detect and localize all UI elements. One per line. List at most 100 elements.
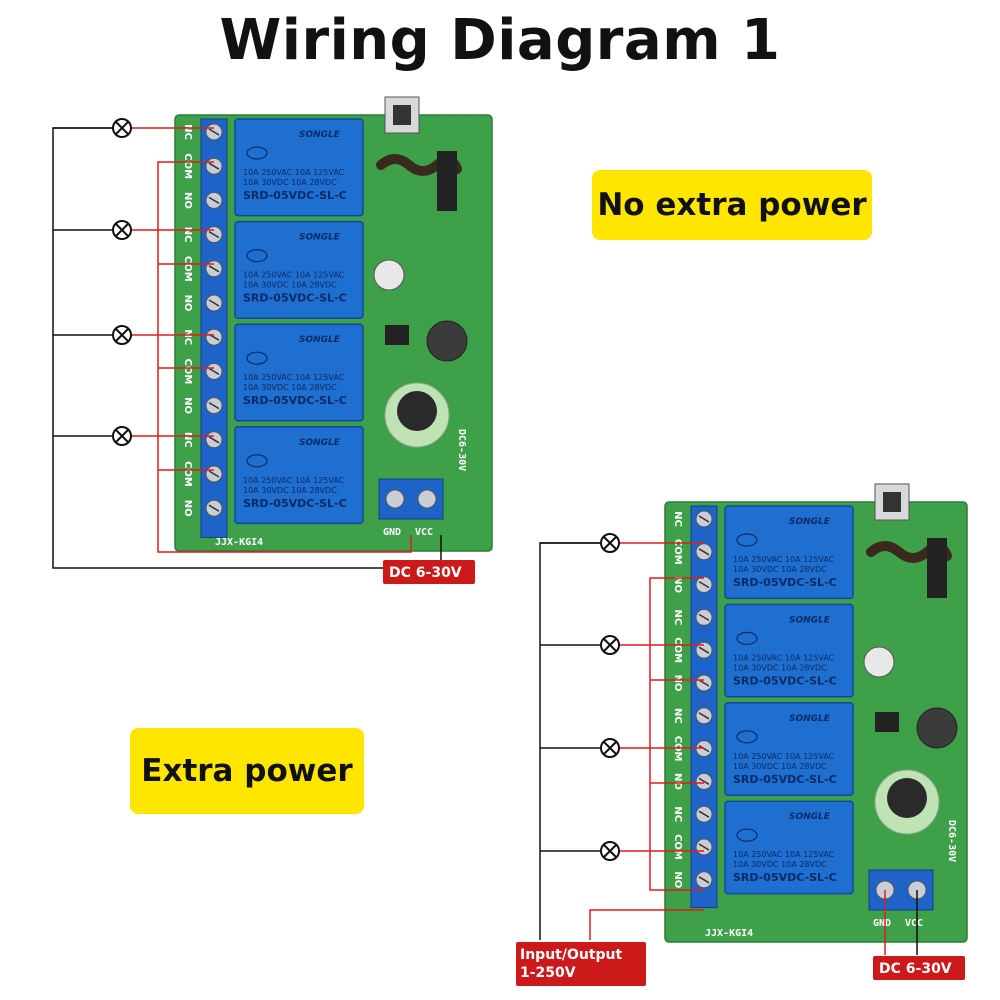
relay-rating-1: 10A 250VAC 10A 125VAC bbox=[243, 373, 345, 382]
pin-label: NC bbox=[182, 227, 193, 243]
lamp-cross bbox=[603, 536, 617, 550]
dc-label: DC 6-30V bbox=[879, 961, 952, 977]
no-extra-power-badge: No extra power bbox=[592, 170, 872, 240]
ic-chip bbox=[875, 712, 899, 732]
screw-slot bbox=[208, 128, 220, 136]
screw-slot bbox=[698, 777, 710, 786]
extra-power-badge: Extra power bbox=[130, 728, 364, 814]
lamp-cross bbox=[115, 328, 129, 342]
power-marking: DC6-30V bbox=[946, 820, 957, 862]
screw-slot bbox=[208, 162, 220, 170]
relay-brand: SONGLE bbox=[299, 130, 341, 140]
screw-slot bbox=[698, 679, 710, 687]
relay-brand: SONGLE bbox=[789, 714, 831, 724]
relay-rating-1: 10A 250VAC 10A 125VAC bbox=[733, 555, 835, 564]
pin-label: NC bbox=[672, 511, 683, 527]
lamp-cross bbox=[115, 121, 129, 135]
pin-label: COM bbox=[182, 256, 193, 282]
push-button-cap bbox=[393, 105, 411, 125]
relay-rating-1: 10A 250VAC 10A 125VAC bbox=[243, 168, 345, 177]
relay-rating-2: 10A 30VDC 10A 28VDC bbox=[733, 663, 827, 672]
red-wire bbox=[157, 161, 412, 553]
pin-label: NO bbox=[672, 871, 683, 888]
pin-label: NO bbox=[182, 397, 193, 414]
relay-brand: SONGLE bbox=[299, 233, 341, 243]
screw-slot bbox=[698, 843, 710, 851]
capacitor bbox=[916, 707, 958, 749]
relay-rating-2: 10A 30VDC 10A 28VDC bbox=[733, 860, 827, 869]
cqc-mark bbox=[246, 351, 268, 365]
relay-rating-2: 10A 30VDC 10A 28VDC bbox=[243, 281, 337, 290]
cqc-mark bbox=[246, 249, 268, 263]
ic-chip bbox=[385, 325, 409, 345]
lamp-cross bbox=[603, 638, 617, 652]
relay-rating-2: 10A 30VDC 10A 28VDC bbox=[243, 178, 337, 187]
relay-rating-1: 10A 250VAC 10A 125VAC bbox=[243, 271, 345, 280]
black-wire bbox=[539, 542, 610, 940]
pin-label: COM bbox=[672, 637, 683, 663]
relay bbox=[234, 426, 364, 525]
relay bbox=[724, 702, 854, 796]
relay-model: SRD-05VDC-SL-C bbox=[733, 871, 837, 884]
relay bbox=[234, 323, 364, 422]
capacitor bbox=[426, 320, 468, 362]
relay-model: SRD-05VDC-SL-C bbox=[243, 189, 347, 202]
relay-brand: SONGLE bbox=[299, 438, 341, 448]
pcb-marking: JJX-KGI4 bbox=[215, 537, 263, 548]
relay-rating-1: 10A 250VAC 10A 125VAC bbox=[733, 653, 835, 662]
lamp-cross bbox=[115, 429, 129, 443]
red-label-box bbox=[873, 956, 965, 980]
red-wire bbox=[649, 577, 704, 891]
lamp-cross bbox=[115, 223, 129, 237]
red-label-box bbox=[383, 560, 475, 584]
pin-label: NO bbox=[182, 192, 193, 209]
io-label-line1: Input/Output bbox=[520, 947, 623, 963]
inductor-core bbox=[397, 391, 437, 431]
screw-slot bbox=[698, 810, 710, 818]
relay-rating-1: 10A 250VAC 10A 125VAC bbox=[733, 850, 835, 859]
pin-label: NO bbox=[182, 500, 193, 517]
push-button-cap bbox=[883, 492, 901, 512]
relay-model: SRD-05VDC-SL-C bbox=[733, 576, 837, 589]
relay bbox=[234, 220, 364, 319]
cqc-mark bbox=[736, 533, 758, 547]
pin-label: COM bbox=[672, 834, 683, 860]
cqc-mark bbox=[736, 730, 758, 744]
red-wire bbox=[589, 909, 704, 940]
pin-label: COM bbox=[182, 461, 193, 487]
relay-model: SRD-05VDC-SL-C bbox=[733, 674, 837, 687]
pin-label: COM bbox=[672, 539, 683, 565]
relay bbox=[724, 603, 854, 698]
screw-slot bbox=[208, 401, 220, 410]
pin-label: NC bbox=[182, 329, 193, 345]
relay-rating-2: 10A 30VDC 10A 28VDC bbox=[733, 762, 827, 771]
screw-slot bbox=[208, 504, 220, 512]
relay-rating-1: 10A 250VAC 10A 125VAC bbox=[243, 476, 345, 485]
dc-label: DC 6-30V bbox=[389, 565, 462, 581]
red-label-box bbox=[516, 942, 646, 986]
pin-label: NO bbox=[672, 675, 683, 692]
relay-rating-1: 10A 250VAC 10A 125VAC bbox=[733, 752, 835, 761]
screw-slot bbox=[208, 367, 220, 376]
crystal bbox=[373, 259, 405, 291]
gnd-label: GND bbox=[383, 527, 401, 538]
gnd-label: GND bbox=[873, 918, 891, 929]
cqc-mark bbox=[736, 828, 758, 842]
relay-rating-2: 10A 30VDC 10A 28VDC bbox=[243, 383, 337, 392]
cqc-mark bbox=[246, 454, 268, 468]
pin-label: NO bbox=[672, 773, 683, 790]
pin-label: NO bbox=[672, 576, 683, 593]
relay-brand: SONGLE bbox=[789, 615, 831, 625]
lamp-cross bbox=[603, 741, 617, 755]
relay bbox=[724, 505, 854, 600]
relay-model: SRD-05VDC-SL-C bbox=[243, 292, 347, 305]
pin-label: NC bbox=[672, 610, 683, 626]
pin-label: NC bbox=[672, 806, 683, 822]
relay-rating-2: 10A 30VDC 10A 28VDC bbox=[243, 486, 337, 495]
pin-label: NC bbox=[182, 432, 193, 448]
screw-slot bbox=[698, 613, 710, 622]
pin-label: NC bbox=[182, 124, 193, 140]
